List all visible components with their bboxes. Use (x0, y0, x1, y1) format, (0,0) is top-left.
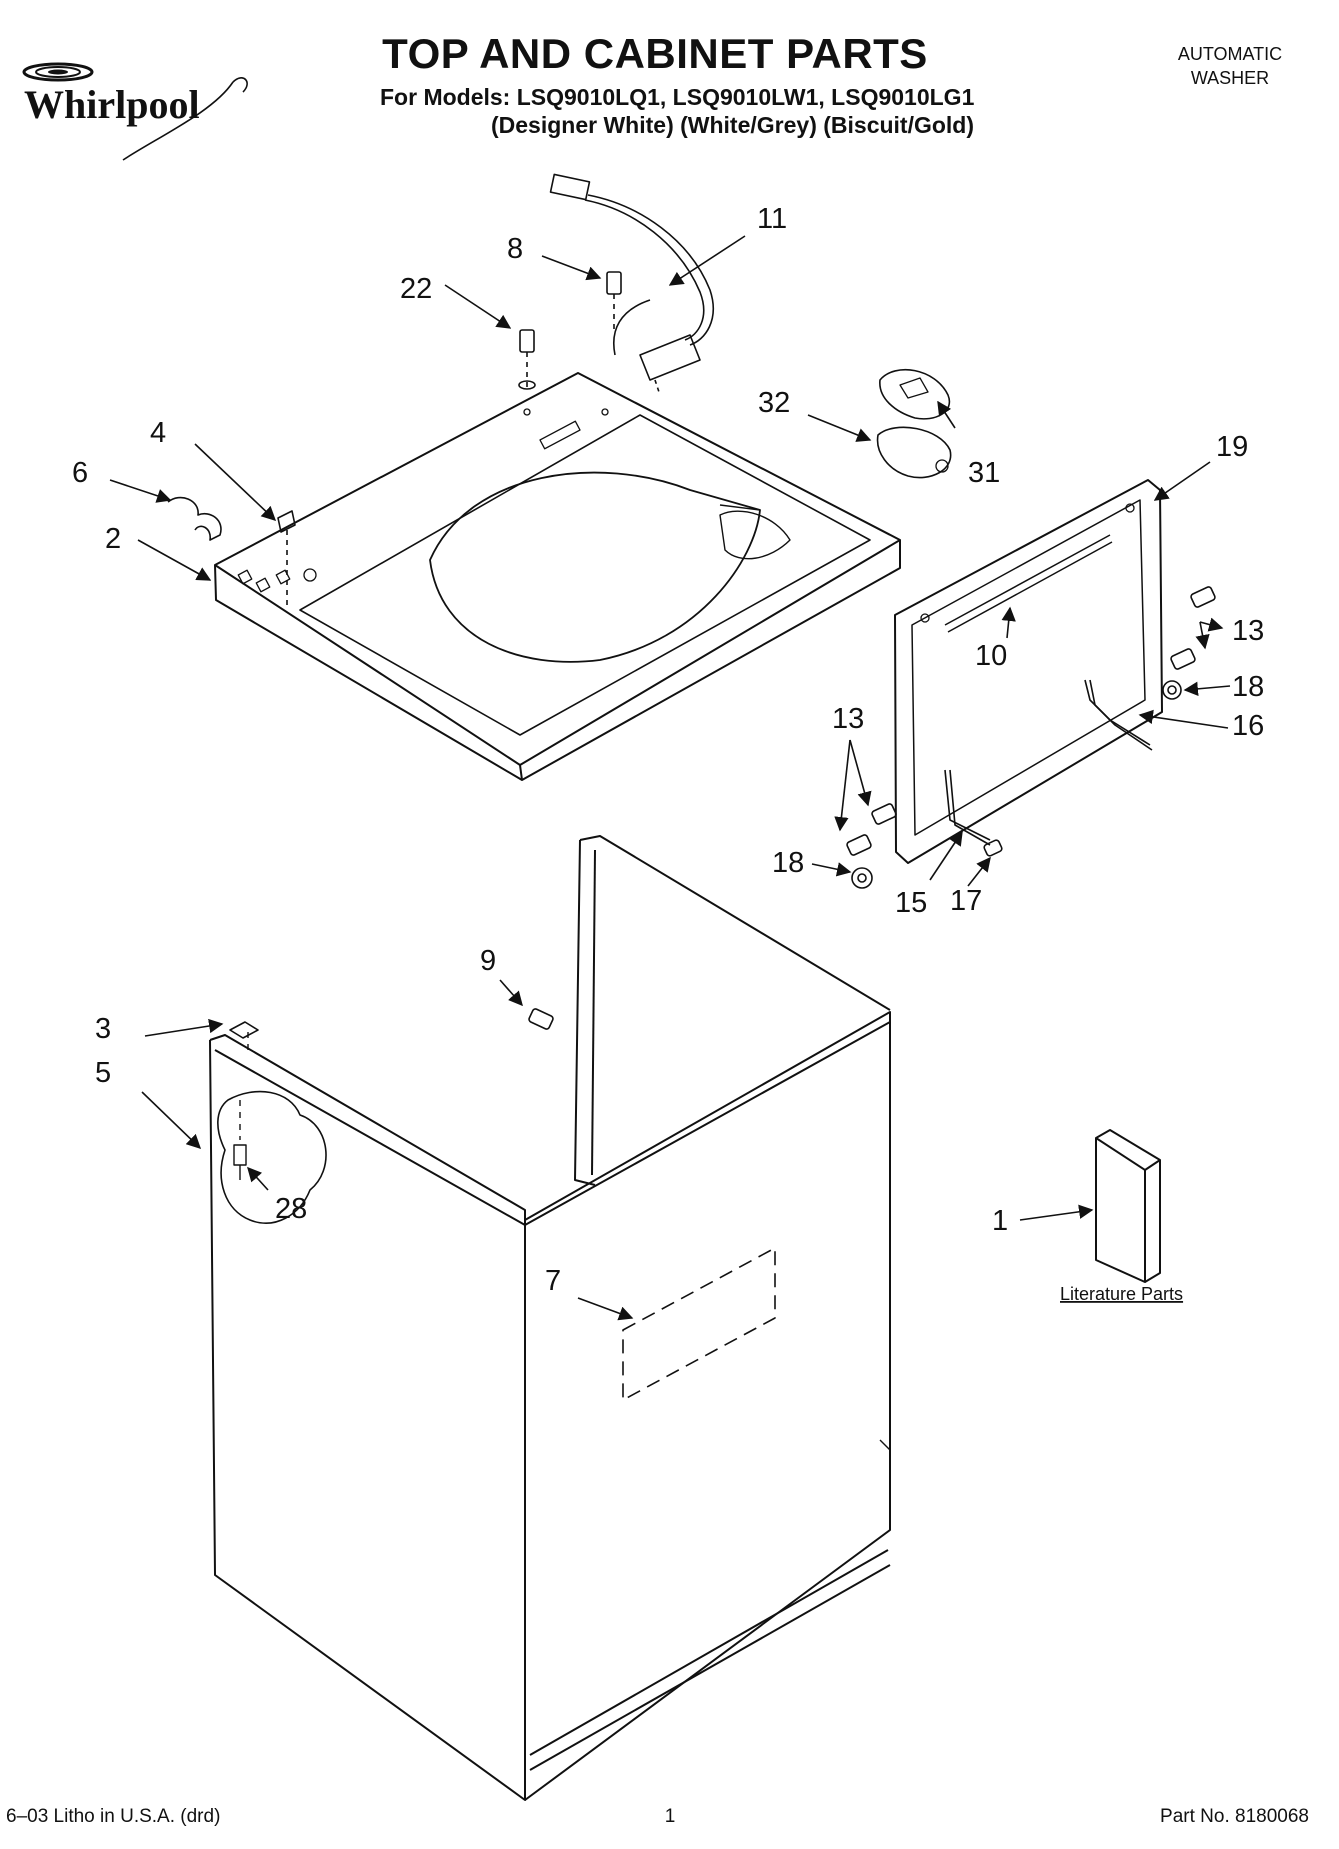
footer-part-number: Part No. 8180068 (1160, 1806, 1309, 1827)
brand-wordmark: Whirlpool (24, 82, 200, 127)
model-list: For Models: LSQ9010LQ1, LSQ9010LW1, LSQ9… (380, 84, 975, 110)
callout-13-left: 13 (832, 703, 864, 735)
callout-18-left: 18 (772, 847, 804, 879)
fastener-parts (518, 271, 1216, 1030)
callout-16: 16 (1232, 710, 1264, 742)
model-colors: (Designer White) (White/Grey) (Biscuit/G… (491, 112, 975, 138)
callout-11: 11 (757, 203, 787, 235)
literature-part (1095, 1129, 1161, 1283)
callout-32: 32 (758, 387, 790, 419)
callout-4: 4 (150, 417, 166, 449)
callout-22: 22 (400, 273, 432, 305)
callout-19: 19 (1216, 431, 1248, 463)
hinge-rod-parts (944, 679, 1153, 846)
footer-page-number: 1 (664, 1806, 676, 1827)
small-bracket-parts (167, 496, 296, 1039)
literature-parts-label: Literature Parts (1060, 1284, 1183, 1304)
callout-7: 7 (545, 1265, 561, 1297)
lid-part (894, 479, 1163, 864)
washer-top-part (214, 372, 901, 781)
callout-15: 15 (895, 887, 927, 919)
whirlpool-logo: Whirlpool (22, 62, 248, 161)
callout-17: 17 (950, 885, 982, 917)
callout-10: 10 (975, 640, 1007, 672)
callout-3: 3 (95, 1013, 111, 1045)
product-type-line1: AUTOMATIC (1177, 44, 1283, 64)
leader-arrows (109, 235, 1231, 1321)
lid-switch-harness-part (549, 173, 715, 396)
callout-28: 28 (275, 1193, 307, 1225)
dispenser-cup-parts (876, 368, 952, 479)
callout-9: 9 (480, 945, 496, 977)
callout-2: 2 (105, 523, 121, 555)
callout-labels: 11 8 22 4 6 2 32 31 19 10 13 18 16 13 18… (72, 203, 1264, 1304)
callout-1: 1 (992, 1205, 1008, 1237)
callout-31: 31 (968, 457, 1000, 489)
callout-6: 6 (72, 457, 88, 489)
footer-print-info: 6–03 Litho in U.S.A. (drd) (6, 1806, 221, 1827)
callout-5: 5 (95, 1057, 111, 1089)
callout-13-right: 13 (1232, 615, 1264, 647)
callout-8: 8 (507, 233, 523, 265)
product-type-line2: WASHER (1190, 68, 1270, 88)
cabinet-part (209, 835, 891, 1801)
callout-18-right: 18 (1232, 671, 1264, 703)
page-title: TOP AND CABINET PARTS (382, 30, 928, 77)
